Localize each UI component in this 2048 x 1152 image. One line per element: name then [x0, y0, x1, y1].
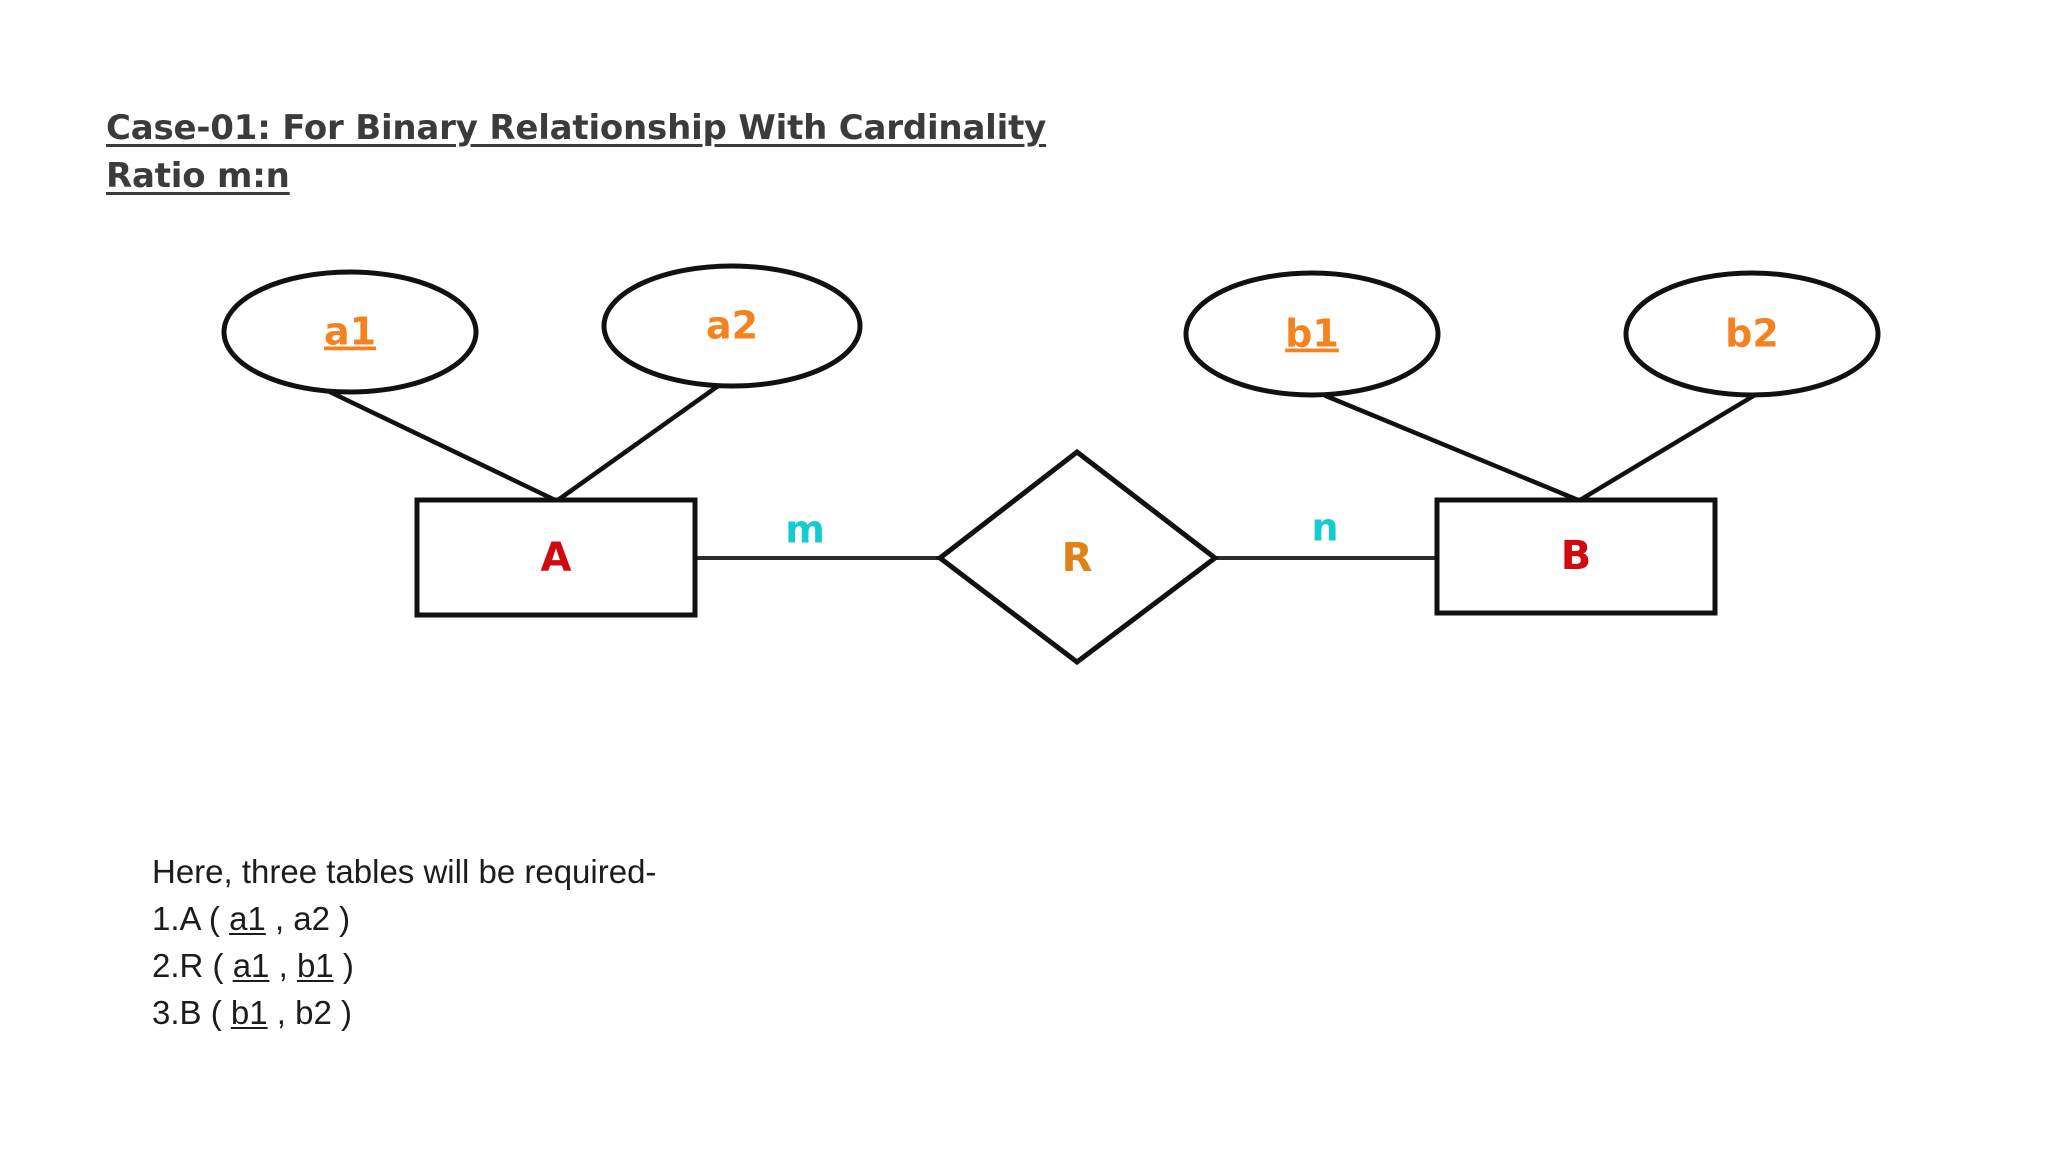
note-item-1-num: 1. — [152, 900, 180, 937]
note-item-2-attr-1: a1 — [232, 947, 270, 984]
relationship-diamond-R[interactable]: R — [935, 448, 1220, 666]
attribute-label-b1: b1 — [1285, 312, 1339, 356]
page-title-line-1: Case-01: For Binary Relationship With Ca… — [106, 104, 1086, 152]
entity-label-A: A — [541, 535, 572, 581]
notes-heading: Here, three tables will be required- — [152, 853, 657, 890]
note-item-2-sep: , — [269, 947, 297, 984]
note-item-3-num: 3. — [152, 994, 180, 1031]
note-item-1-table: A — [179, 900, 200, 937]
note-item-2-table: R — [179, 947, 204, 984]
attribute-ellipse-a1[interactable]: a1 — [221, 269, 479, 395]
page-title: Case-01: For Binary Relationship With Ca… — [106, 104, 1086, 200]
connector-b1-to-B — [1323, 393, 1581, 503]
entity-box-B[interactable]: B — [1434, 497, 1718, 616]
note-item-1: 1.A ( a1 , a2 ) — [152, 895, 656, 942]
note-item-2-attr-2: b1 — [296, 947, 334, 984]
note-item-1-open: ( — [199, 900, 230, 937]
entity-label-B: B — [1561, 533, 1592, 579]
page-title-line-2: Ratio m:n — [106, 152, 1086, 200]
note-item-3-open: ( — [201, 994, 231, 1031]
attribute-ellipse-a2[interactable]: a2 — [601, 263, 863, 389]
cardinality-label-n: n — [1311, 506, 1338, 550]
note-item-3-table: B — [179, 994, 202, 1031]
attribute-ellipse-b1[interactable]: b1 — [1183, 270, 1441, 398]
note-item-1-attr-1: a1 — [229, 900, 266, 937]
note-item-1-attr-2: a2 — [293, 900, 331, 937]
attribute-label-a1: a1 — [324, 310, 376, 354]
entity-box-A[interactable]: A — [414, 497, 698, 618]
notes-block: Here, three tables will be required- 1.A… — [152, 848, 656, 1036]
note-item-3-sep: , — [267, 994, 296, 1031]
connector-a2-to-A — [555, 383, 721, 503]
attribute-label-b2: b2 — [1725, 312, 1779, 356]
page-title-line-1-text: Case-01: For Binary Relationship With Ca… — [106, 108, 1047, 148]
note-item-2: 2.R ( a1 , b1 ) — [152, 942, 656, 989]
cardinality-label-m: m — [785, 508, 825, 552]
note-item-3-attr-2: b2 — [295, 994, 332, 1031]
note-item-1-sep: , — [265, 900, 294, 937]
attribute-ellipse-b2[interactable]: b2 — [1623, 270, 1881, 398]
note-item-2-num: 2. — [152, 947, 180, 984]
page-title-line-2-text: Ratio m:n — [106, 156, 290, 196]
note-item-3: 3.B ( b1 , b2 ) — [152, 989, 656, 1036]
note-item-1-close: ) — [330, 900, 351, 937]
note-item-3-attr-1: b1 — [230, 994, 268, 1031]
attribute-label-a2: a2 — [706, 304, 758, 348]
note-item-3-close: ) — [331, 994, 352, 1031]
connector-b2-to-B — [1577, 389, 1763, 503]
relationship-label-R: R — [1062, 535, 1093, 581]
note-item-2-open: ( — [203, 947, 233, 984]
connector-a1-to-A — [327, 389, 558, 503]
note-item-2-close: ) — [333, 947, 354, 984]
